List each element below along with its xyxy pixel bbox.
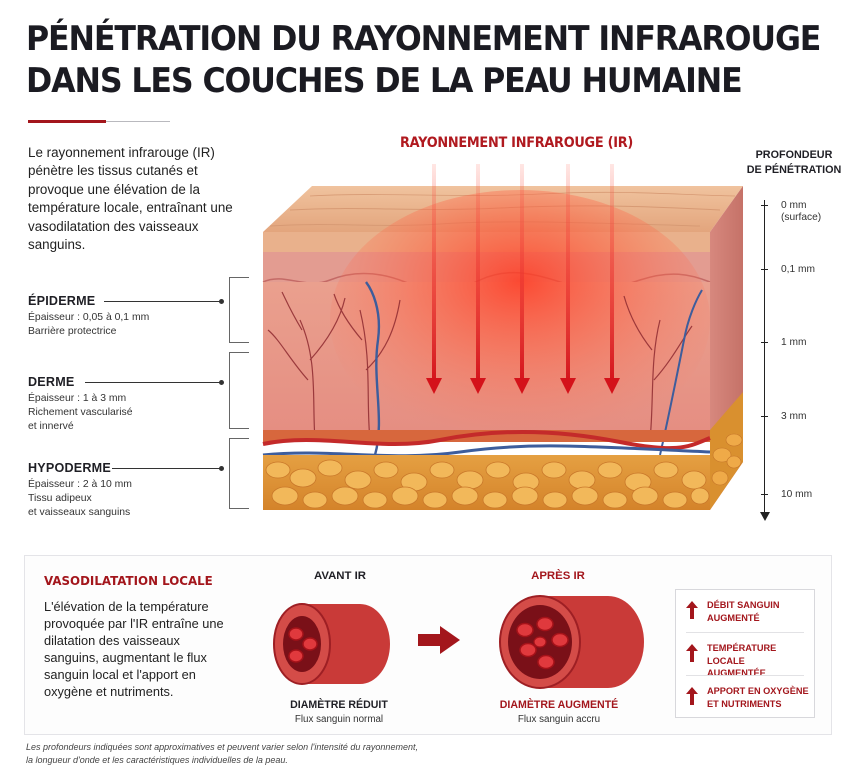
title-line-1: PÉNÉTRATION DU RAYONNEMENT INFRAROUGE xyxy=(26,19,821,59)
after-ir-caption-main: DIAMÈTRE AUGMENTÉ xyxy=(499,699,619,711)
after-ir-title: APRÈS IR xyxy=(531,570,585,582)
ir-arrow xyxy=(470,164,486,394)
effect-item-debit: DÉBIT SANGUIN AUGMENTÉ xyxy=(684,599,814,629)
layer-label-hypoderme: HYPODERME Épaisseur : 2 à 10 mm Tissu ad… xyxy=(28,461,132,520)
ir-arrows xyxy=(426,164,620,394)
before-ir-caption: DIAMÈTRE RÉDUIT Flux sanguin normal xyxy=(254,699,424,725)
vessel-after-ir xyxy=(499,595,644,689)
vessel-comparison xyxy=(273,595,644,689)
vessel-before-ir xyxy=(273,603,390,685)
effect-text: TEMPÉRATURE LOCALE AUGMENTÉE xyxy=(707,643,777,678)
derme-leader-line xyxy=(85,382,222,383)
up-arrow-icon xyxy=(686,601,698,619)
effect-item-oxygene: APPORT EN OXYGÈNE ET NUTRIMENTS xyxy=(684,685,814,715)
epiderme-leader-line xyxy=(104,301,222,302)
derme-leader-dot xyxy=(219,380,224,385)
page-title: PÉNÉTRATION DU RAYONNEMENT INFRAROUGE DA… xyxy=(26,18,821,102)
layer-detail: Épaisseur : 2 à 10 mm Tissu adipeux et v… xyxy=(28,479,132,518)
layer-detail: Épaisseur : 1 à 3 mm Richement vasculari… xyxy=(28,393,133,432)
up-arrow-icon xyxy=(686,687,698,705)
vasodilatation-text: L'élévation de la température provoquée … xyxy=(44,599,224,700)
ir-arrow xyxy=(426,164,442,394)
skin-cross-section xyxy=(262,164,743,510)
ir-arrow xyxy=(514,164,530,394)
depth-tick xyxy=(761,416,768,417)
layer-detail: Épaisseur : 0,05 à 0,1 mm Barrière prote… xyxy=(28,312,150,337)
hypoderme-leader-dot xyxy=(219,466,224,471)
hypoderme-bracket xyxy=(229,438,249,509)
depth-tick xyxy=(761,269,768,270)
vein-right xyxy=(659,289,703,456)
depth-label-10mm: 10 mm xyxy=(781,489,813,500)
vein-left xyxy=(365,281,381,456)
comparison-arrow xyxy=(418,626,460,654)
layer-name: HYPODERME xyxy=(28,461,111,475)
depth-label-0mm: 0 mm (surface) xyxy=(781,200,822,223)
depth-tick xyxy=(761,494,768,495)
before-ir-caption-sub: Flux sanguin normal xyxy=(294,714,384,725)
depth-scale-title: PROFONDEUR DE PÉNÉTRATION xyxy=(746,149,842,176)
vasodilatation-title: VASODILATATION LOCALE xyxy=(44,573,213,588)
title-divider xyxy=(106,121,170,122)
ir-arrow xyxy=(560,164,576,394)
derme-bracket xyxy=(229,352,249,429)
artery-band xyxy=(262,429,711,451)
effects-box: DÉBIT SANGUIN AUGMENTÉ TEMPÉRATURE LOCAL… xyxy=(675,589,815,718)
capillary-tree-left xyxy=(267,291,401,441)
effect-text: DÉBIT SANGUIN AUGMENTÉ xyxy=(707,600,780,623)
before-ir-title: AVANT IR xyxy=(313,570,367,582)
layer-name: DERME xyxy=(28,375,75,389)
before-ir-caption-main: DIAMÈTRE RÉDUIT xyxy=(290,699,388,711)
epiderme-bracket xyxy=(229,277,249,343)
effect-divider xyxy=(686,675,804,676)
footnote: Les profondeurs indiquées sont approxima… xyxy=(26,742,418,765)
effect-item-temperature: TEMPÉRATURE LOCALE AUGMENTÉE xyxy=(684,642,814,678)
capillary-tree-right xyxy=(623,295,693,441)
layer-name: ÉPIDERME xyxy=(28,294,96,308)
up-arrow-icon xyxy=(686,644,698,662)
hypoderme-leader-line xyxy=(112,468,222,469)
depth-axis-arrowhead xyxy=(759,512,770,521)
title-line-2: DANS LES COUCHES DE LA PEAU HUMAINE xyxy=(26,61,743,101)
intro-text: Le rayonnement infrarouge (IR) pénètre l… xyxy=(28,145,233,253)
layer-label-derme: DERME Épaisseur : 1 à 3 mm Richement vas… xyxy=(28,375,133,434)
epiderme-leader-dot xyxy=(219,299,224,304)
depth-tick xyxy=(761,342,768,343)
ir-radiation-label: RAYONNEMENT INFRAROUGE (IR) xyxy=(400,135,633,151)
vein-band xyxy=(262,444,711,458)
effect-divider xyxy=(686,632,804,633)
depth-label-1mm: 1 mm xyxy=(781,337,807,348)
depth-tick xyxy=(761,205,768,206)
title-accent-rule xyxy=(28,120,106,123)
depth-axis-line xyxy=(764,200,765,512)
after-ir-caption-sub: Flux sanguin accru xyxy=(517,714,601,725)
layer-label-epiderme: ÉPIDERME Épaisseur : 0,05 à 0,1 mm Barri… xyxy=(28,294,149,339)
after-ir-caption: DIAMÈTRE AUGMENTÉ Flux sanguin accru xyxy=(474,699,644,725)
effect-text: APPORT EN OXYGÈNE ET NUTRIMENTS xyxy=(707,686,809,709)
depth-label-3mm: 3 mm xyxy=(781,411,807,422)
depth-label-0-1mm: 0,1 mm xyxy=(781,264,815,275)
ir-arrow xyxy=(604,164,620,394)
